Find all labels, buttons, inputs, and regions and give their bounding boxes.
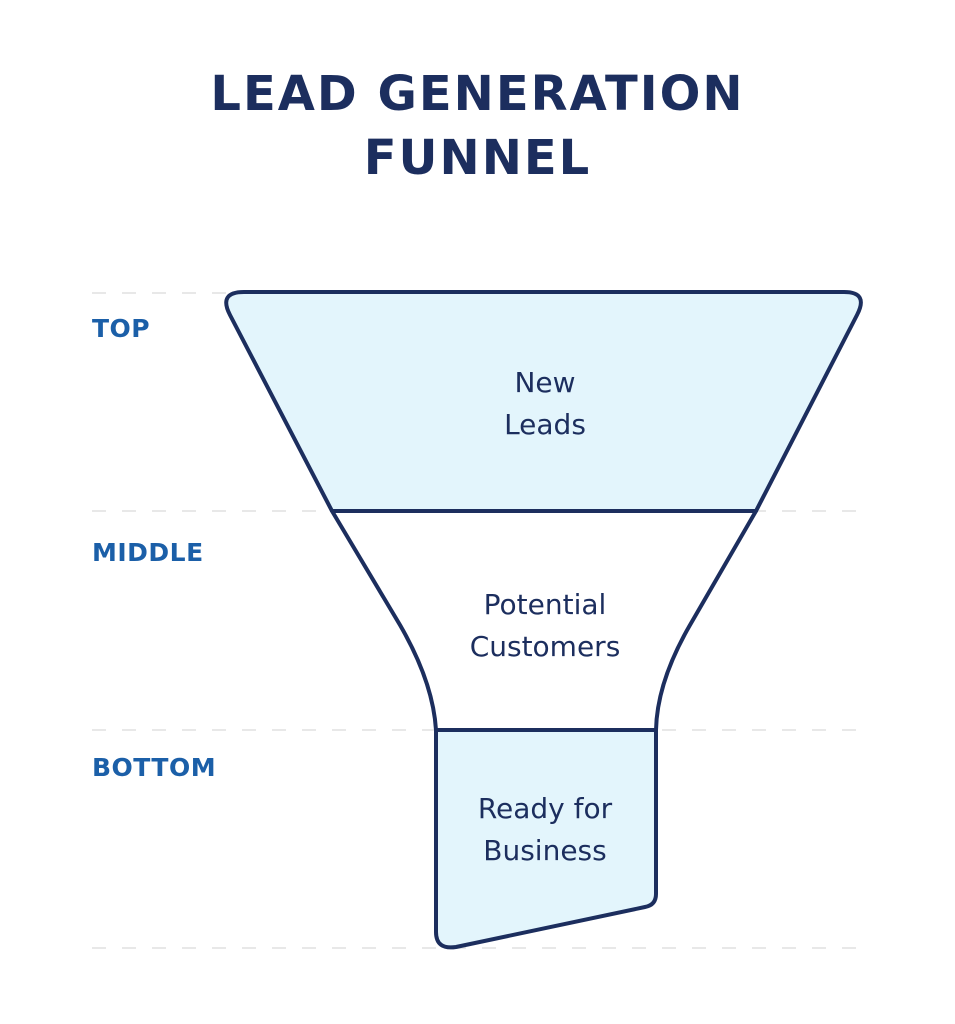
funnel-segment-bottom [434,728,658,950]
stage-label-bottom: BOTTOM [92,753,217,782]
title-line-1: LEAD GENERATION [210,66,745,122]
segment-text-top-line-2: Leads [504,408,586,441]
guide-lines [92,292,865,949]
segment-text-middle-line-1: Potential [483,588,607,621]
segment-text-middle-line-2: Customers [469,630,621,663]
segment-text-top-line-1: New [514,366,576,399]
segment-text-top: New Leads [395,362,695,446]
title-line-2: FUNNEL [363,130,592,186]
segment-text-bottom: Ready for Business [395,788,695,872]
segment-text-bottom-line-2: Business [483,834,607,867]
stage-label-middle: MIDDLE [92,538,204,567]
segment-text-bottom-line-1: Ready for [477,792,613,825]
stage-label-top: TOP [92,314,151,343]
segment-text-middle: Potential Customers [395,584,695,668]
page-title: LEAD GENERATION FUNNEL [0,62,955,190]
